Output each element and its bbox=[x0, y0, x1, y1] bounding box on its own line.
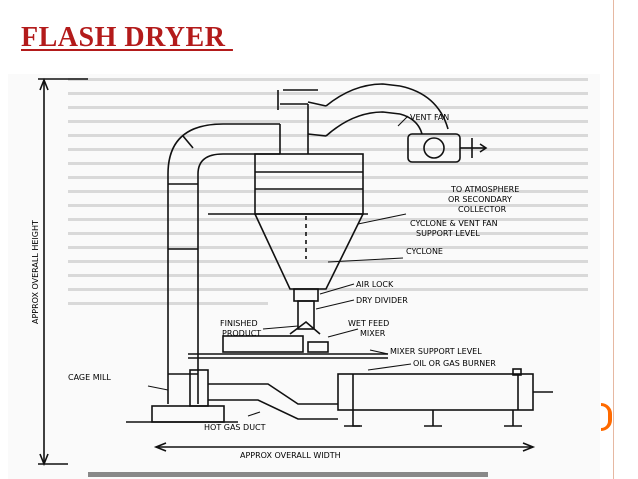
vent-duct bbox=[325, 83, 401, 107]
air-lock bbox=[293, 288, 319, 302]
label-cyclone-support-2: SUPPORT LEVEL bbox=[416, 229, 480, 238]
label-overall-height: APPROX OVERALL HEIGHT bbox=[31, 220, 40, 324]
slide-title: FLASH DRYER bbox=[21, 22, 233, 53]
label-mixer-support: MIXER SUPPORT LEVEL bbox=[390, 347, 482, 356]
cyclone-cone bbox=[254, 213, 364, 290]
label-overall-width: APPROX OVERALL WIDTH bbox=[240, 451, 341, 460]
dryer-drum bbox=[337, 373, 534, 411]
label-to-atmosphere-3: COLLECTOR bbox=[458, 205, 507, 214]
label-to-atmosphere-2: OR SECONDARY bbox=[448, 195, 512, 204]
label-cage-mill: CAGE MILL bbox=[68, 373, 111, 382]
label-air-lock: AIR LOCK bbox=[356, 280, 394, 289]
flash-dryer-diagram: VENT FAN TO ATMOSPHERE OR SECONDARY COLL… bbox=[31, 77, 553, 467]
dry-divider bbox=[297, 300, 315, 330]
riser-elbow bbox=[167, 123, 280, 175]
label-hot-gas-duct: HOT GAS DUCT bbox=[204, 423, 266, 432]
label-wet-feed-1: WET FEED bbox=[348, 319, 389, 328]
slide-bullet-icon bbox=[601, 403, 612, 431]
scanned-figure-background bbox=[8, 74, 600, 479]
label-cyclone: CYCLONE bbox=[406, 247, 443, 256]
finished-product-chute bbox=[307, 341, 329, 353]
label-finished-product-1: FINISHED bbox=[220, 319, 258, 328]
label-dry-divider: DRY DIVIDER bbox=[356, 296, 408, 305]
label-burner: OIL OR GAS BURNER bbox=[413, 359, 496, 368]
label-vent-fan: VENT FAN bbox=[410, 113, 449, 122]
drum-leg bbox=[352, 410, 360, 427]
hot-gas-duct bbox=[208, 383, 338, 405]
slide-border-line bbox=[613, 0, 614, 479]
label-to-atmosphere-1: TO ATMOSPHERE bbox=[450, 185, 519, 194]
label-wet-feed-2: MIXER bbox=[360, 329, 386, 338]
label-finished-product-2: PRODUCT bbox=[222, 329, 261, 338]
cage-mill-base bbox=[151, 405, 225, 423]
cyclone-body bbox=[254, 153, 364, 215]
bleed-through-text bbox=[8, 74, 600, 479]
label-cyclone-support-1: CYCLONE & VENT FAN bbox=[410, 219, 498, 228]
